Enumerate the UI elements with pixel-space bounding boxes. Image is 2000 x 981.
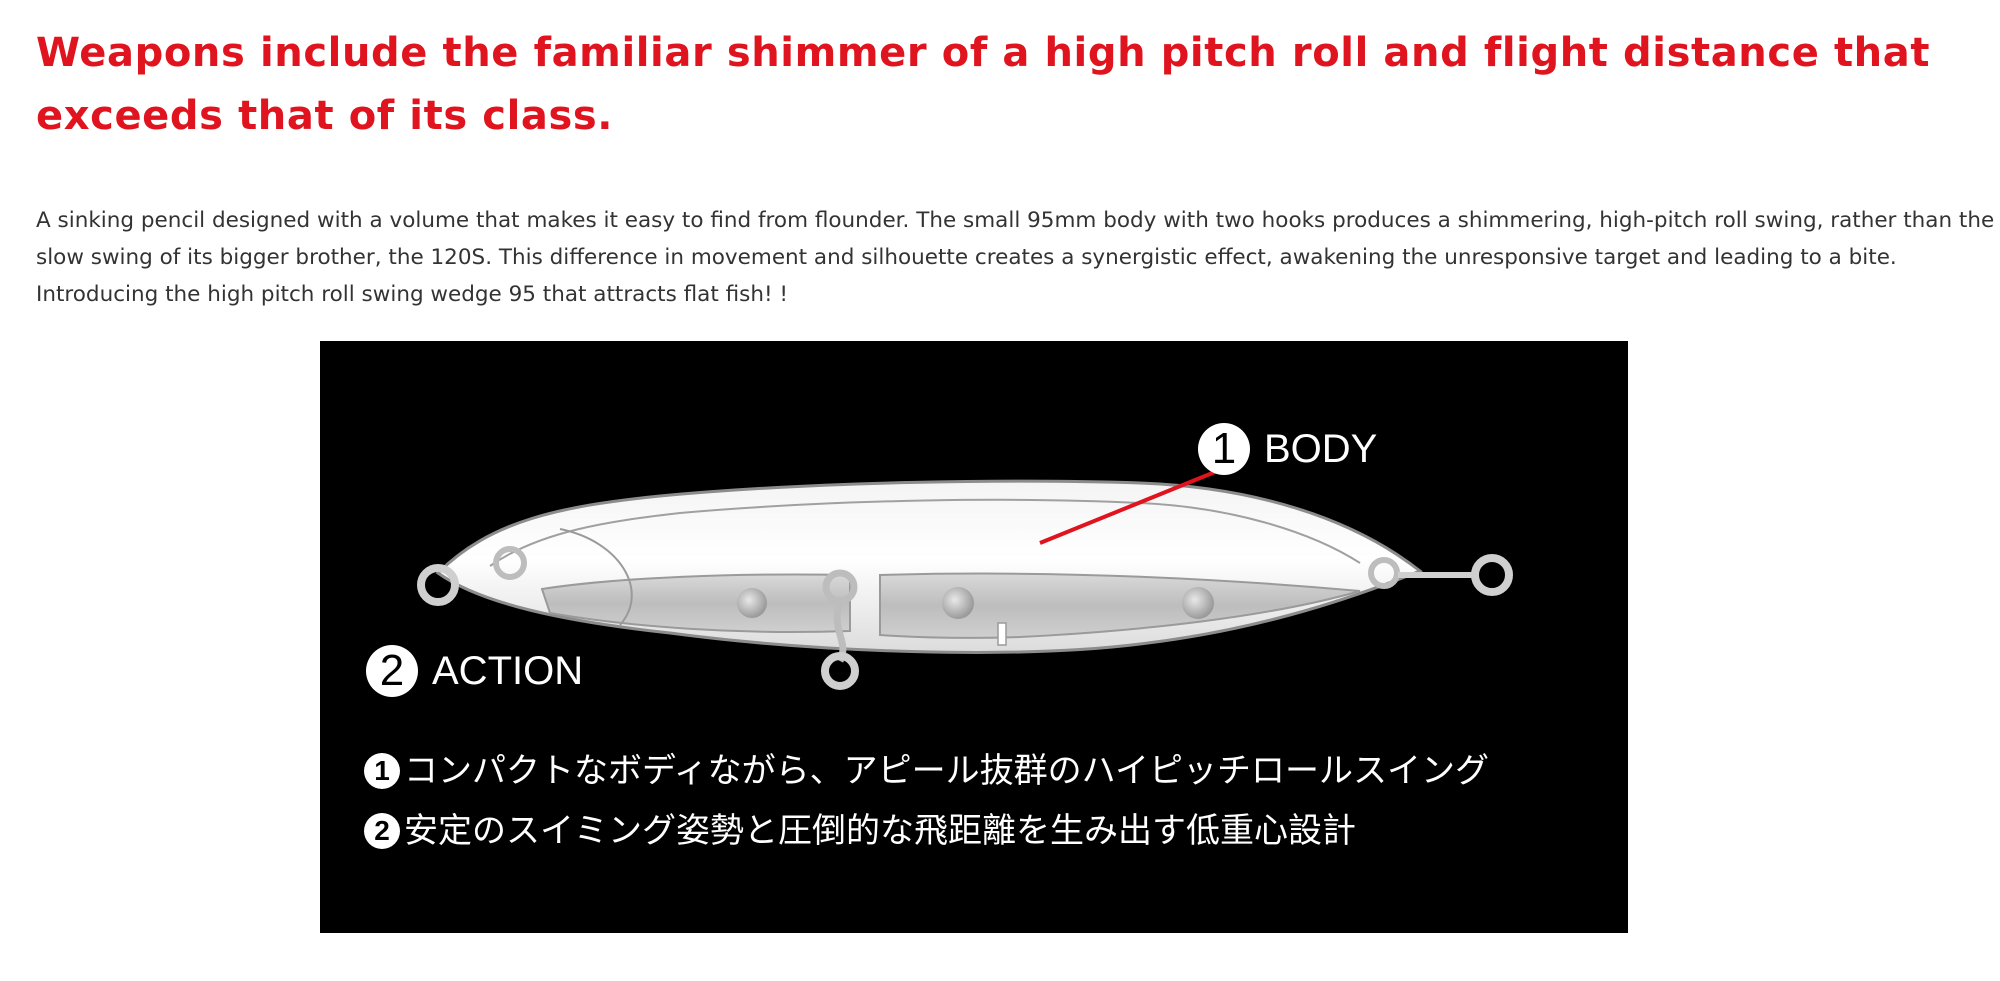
belly-hook-eye	[821, 652, 859, 690]
lure-diagram: 1 BODY 2 ACTION 1 コンパクトなボディながら、アピール抜群のハイ…	[320, 341, 1628, 933]
body-callout-label: BODY	[1264, 427, 1378, 471]
lure-belly-plate-rear	[879, 572, 1361, 639]
lure-dimple	[942, 587, 974, 619]
tail-hook-eye	[1471, 554, 1513, 596]
lure-gill-line	[559, 528, 633, 626]
body-pointer-line	[1039, 459, 1243, 545]
feature-2-number: 2	[364, 813, 400, 849]
product-description: A sinking pencil designed with a volume …	[36, 208, 1995, 307]
action-callout-label: ACTION	[432, 649, 584, 693]
lure-illustration	[417, 459, 1513, 690]
lure-dimple	[1182, 587, 1214, 619]
page-headline: Weapons include the familiar shimmer of …	[36, 30, 1931, 139]
line-eye	[417, 564, 459, 606]
feature-1-text: コンパクトなボディながら、アピール抜群のハイピッチロールスイング	[404, 751, 1489, 791]
lure-belly-plate	[540, 573, 851, 634]
lure-inner-outline	[489, 498, 1361, 567]
tail-eye-inner	[1368, 557, 1400, 589]
feature-line-1: 1 コンパクトなボディながら、アピール抜群のハイピッチロールスイング	[364, 749, 1489, 793]
action-callout-number: 2	[366, 645, 418, 697]
feature-1-number: 1	[364, 753, 400, 789]
front-eye	[493, 546, 527, 580]
belly-notch	[997, 622, 1007, 646]
feature-2-text: 安定のスイミング姿勢と圧倒的な飛距離を生み出す低重心設計	[404, 811, 1356, 851]
body-callout-number: 1	[1198, 423, 1250, 475]
feature-line-2: 2 安定のスイミング姿勢と圧倒的な飛距離を生み出す低重心設計	[364, 809, 1356, 853]
lure-dimple	[737, 588, 767, 618]
